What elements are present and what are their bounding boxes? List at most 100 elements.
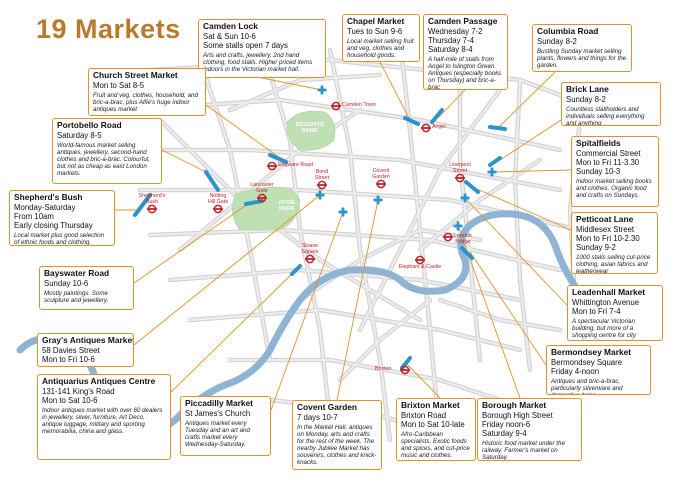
leader-line-bermondsey: [469, 251, 547, 366]
station-label-bond-street: Bond Street: [314, 169, 330, 181]
market-hours-line: Friday noon-6: [482, 419, 531, 429]
market-description: Historic food market under the railway. …: [482, 439, 565, 461]
park-regents: [286, 110, 336, 151]
market-name: Camden Lock: [203, 21, 258, 31]
leader-line-chapel-market: [379, 61, 411, 121]
market-description: Bustling Sunday market selling plants, f…: [537, 47, 627, 69]
tube-roundel-icon: [400, 365, 410, 375]
market-name: Brick Lane: [566, 84, 609, 94]
market-name: Columbia Road: [537, 26, 599, 36]
market-marker-icon: [317, 85, 327, 95]
park-label: REGENTS PARK: [295, 122, 325, 135]
market-hours-line: Mon to Fri 10-2.30: [576, 233, 640, 243]
market-description: Fruit and veg, clothes, household, and b…: [93, 91, 198, 113]
station-label-london-bridge: London Bridge: [454, 233, 472, 245]
market-marker-icon: [460, 193, 470, 203]
market-marker-icon: [204, 170, 220, 192]
market-hours-line: Brixton Road: [401, 410, 447, 420]
market-description: Antiques market every Tuesday and an art…: [185, 419, 250, 448]
market-name: Portobello Road: [57, 120, 122, 130]
leader-line-brick-lane: [496, 119, 562, 163]
market-name: Camden Passage: [428, 16, 498, 26]
market-hours-line: Sat & Sun 10-6: [203, 31, 256, 41]
leader-line-church-street: [205, 104, 281, 159]
market-hours-line: Whittington Avenue: [572, 297, 640, 307]
station-label-edgware-road: Edgware Road: [278, 162, 314, 168]
market-hours-line: Mon to Sat 10-6: [42, 395, 98, 405]
market-description: Countless stallholders and individuals s…: [566, 105, 645, 126]
market-name: Piccadilly Market: [185, 398, 253, 408]
market-hours-line: Mon to Fri 7-4: [572, 306, 621, 316]
market-name: Chapel Market: [347, 16, 405, 26]
market-marker-icon: [315, 190, 325, 200]
market-hours-line: Saturday 8-5: [57, 130, 102, 140]
market-marker-icon: [453, 221, 463, 231]
station-label-notting-hill-gate: Notting Hill Gate: [207, 193, 229, 205]
leader-line-portobello-road: [161, 149, 209, 174]
market-hours-line: Wednesday 7-2: [428, 26, 483, 36]
market-name: Leadenhall Market: [572, 287, 646, 297]
leader-line-antiquarius: [170, 269, 297, 393]
market-description: Indoor antiques market with over 60 deal…: [42, 406, 163, 435]
road-network: [107, 37, 603, 443]
market-marker-icon: [488, 125, 507, 131]
market-hours-line: Friday 4-noon: [551, 366, 600, 376]
market-description: 1000 stalls selling cut-price clothing, …: [576, 253, 651, 274]
market-description: A spectacular Victorian building, but mo…: [572, 317, 636, 340]
market-description: Local market plus good selection of ethn…: [14, 231, 105, 246]
park-label: HYDE PARK: [278, 200, 296, 213]
market-marker-icon: [290, 264, 302, 276]
market-marker-icon: [430, 108, 444, 124]
station-label-sloane-square: Sloane Square: [301, 243, 319, 255]
market-hours-line: Tues to Sun 9-6: [347, 26, 403, 36]
market-description: World-famous market selling antiques, je…: [57, 141, 150, 177]
leader-line-covent-garden: [336, 199, 379, 401]
tube-roundel-icon: [257, 193, 267, 203]
market-name: Brixton Market: [401, 400, 460, 410]
market-description: Antiques and bric-a-brac, particularly s…: [551, 377, 623, 394]
tube-stations: [147, 101, 465, 375]
tube-roundel-icon: [305, 254, 315, 264]
tube-roundel-icon: [443, 232, 453, 242]
market-marker-icon: [373, 195, 383, 205]
market-description: Indoor market with many specialist antiq…: [42, 366, 129, 367]
market-description: In the Market Hall, antiques on Monday, …: [297, 423, 377, 467]
market-hours-line: Mon to Sat 10-late: [401, 419, 465, 429]
market-description: Local market selling fruit and veg, clot…: [347, 37, 414, 59]
market-hours-line: Mon to Fri 11-3.30: [576, 157, 640, 167]
market-hours-line: Commercial Street: [576, 148, 641, 158]
tube-roundel-icon: [267, 161, 277, 171]
market-hours-line: 131-141 King's Road: [42, 386, 115, 396]
page-title: 19 Markets: [36, 14, 181, 44]
market-name: Petticoat Lane: [576, 214, 634, 224]
market-hours-line: Middlesex Street: [576, 224, 635, 234]
market-marker-icon: [487, 167, 497, 177]
leader-line-spitalfields: [491, 169, 572, 173]
market-marker-icon: [488, 156, 502, 167]
market-markers: [133, 85, 507, 370]
station-label-angel: Angel: [432, 124, 446, 130]
leader-line-columbia-road: [497, 71, 556, 129]
station-label-shepherds-bush: Shepherd's Bush: [138, 193, 166, 205]
market-hours-line: Sunday 8-2: [537, 36, 577, 46]
market-name: Covent Garden: [297, 402, 358, 412]
tube-roundel-icon: [455, 173, 465, 183]
market-hours-line: Borough High Street: [482, 410, 553, 420]
market-name: Bayswater Road: [44, 268, 110, 278]
market-hours-line: 58 Davies Street: [42, 345, 100, 355]
market-hours-line: 7 days 10-7: [297, 412, 338, 422]
market-hours-line: Thursday 7-4: [428, 35, 474, 45]
market-marker-icon: [460, 246, 474, 260]
market-name: Shepherd's Bush: [14, 192, 83, 202]
tube-roundel-icon: [376, 179, 386, 189]
